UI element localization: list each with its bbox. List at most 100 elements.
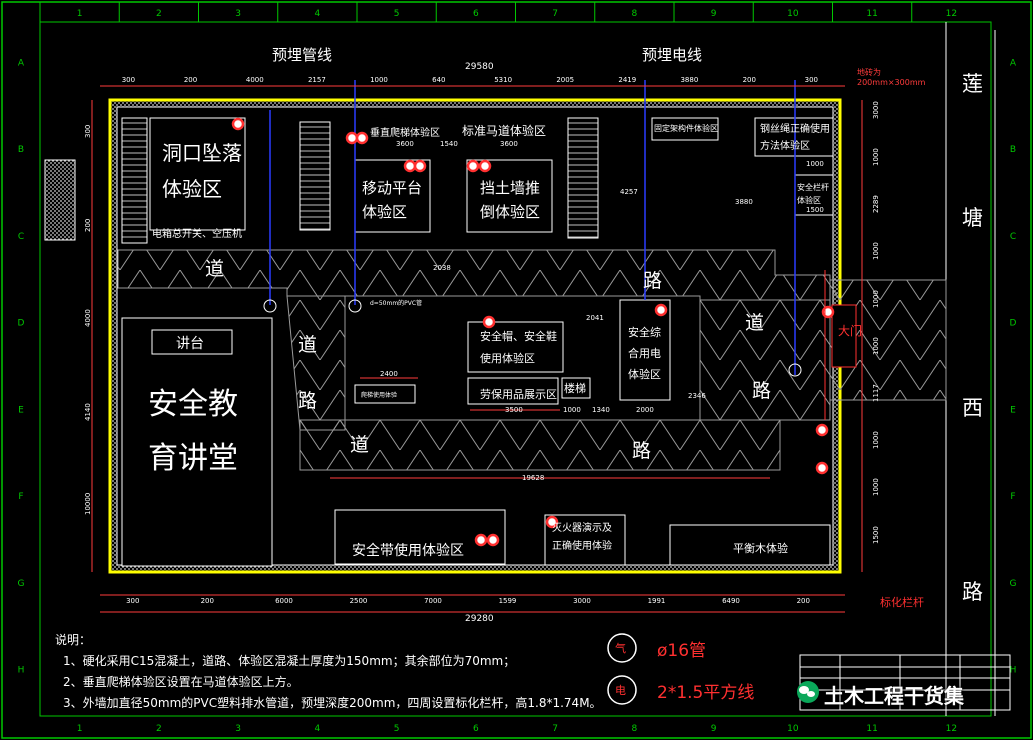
- zone-electric: 安全综合用电体验区: [628, 326, 661, 381]
- dim-value: 2419: [618, 76, 637, 84]
- dim-value: 1000: [872, 478, 880, 497]
- dim-2346: 2346: [688, 392, 706, 400]
- dim-value: 4140: [84, 403, 92, 421]
- border-letter: B: [1010, 145, 1016, 155]
- dim-19628: 19628: [522, 474, 545, 482]
- zone-stair-small: 楼梯: [564, 382, 586, 395]
- dim-1500: 1500: [806, 206, 824, 214]
- border-number: 12: [946, 9, 957, 19]
- zone-hall: 安全教育讲堂: [148, 387, 238, 476]
- dim-value: 1117: [872, 384, 880, 403]
- border-letter: E: [18, 405, 24, 415]
- pipe-marker-icon: [482, 315, 496, 329]
- pipe-label: 预埋管线: [272, 46, 333, 64]
- dim-value: 4000: [245, 76, 264, 84]
- notes-title: 说明：: [55, 633, 92, 647]
- dim-value: 1599: [498, 597, 517, 605]
- border-number: 8: [632, 9, 638, 19]
- zone-switchbox: 电箱总开关、空压机: [152, 229, 242, 240]
- dim-3600a: 3600: [396, 140, 414, 148]
- dim-value: 200: [183, 76, 198, 84]
- ladder-rungs: [122, 122, 598, 238]
- border-number: 6: [473, 724, 479, 734]
- ladder-bars: [44, 117, 599, 244]
- dim-value: 1000: [872, 431, 880, 450]
- wire-label: 预埋电线: [642, 46, 703, 64]
- border-letter: H: [1010, 666, 1017, 676]
- border-number: 4: [315, 724, 321, 734]
- dim-2000: 2000: [636, 406, 654, 414]
- legend-wire-symbol: 电: [615, 684, 626, 697]
- border-number: 5: [394, 724, 400, 734]
- border-number: 2: [156, 724, 162, 734]
- top-total-dim: 29580: [465, 62, 494, 72]
- dim-value: 2289: [872, 195, 880, 214]
- road-char-2: 路: [643, 270, 663, 292]
- pipe-marker-icon: [815, 423, 829, 437]
- dim-value: 1000: [872, 289, 880, 308]
- zone-wire-rope: 钢丝绳正确使用方法体验区: [760, 124, 830, 152]
- dim-value: 3000: [872, 101, 880, 119]
- border-number: 1: [77, 9, 83, 19]
- dimension-lines: [91, 85, 863, 613]
- dim-value: 200: [84, 218, 92, 233]
- zone-balance: 平衡木体验: [733, 542, 788, 555]
- zone-helmet: 安全帽、安全鞋使用体验区: [480, 330, 557, 365]
- dim-value: 200: [742, 76, 756, 84]
- border-number: 10: [787, 724, 799, 734]
- border-letter: F: [1010, 492, 1015, 502]
- title-block: [799, 654, 1011, 711]
- dim-value: 640: [432, 76, 446, 84]
- notes-line-1: 1、硬化采用C15混凝土，道路、体验区混凝土厚度为150mm；其余部位为70mm…: [63, 654, 516, 668]
- dim-value: 3000: [573, 597, 591, 605]
- road-char-3: 道: [298, 334, 318, 356]
- dim-1340: 1340: [592, 406, 610, 414]
- pipe-lines: [269, 80, 796, 375]
- border-number: 9: [711, 9, 717, 19]
- dim-value: 1000: [872, 242, 880, 261]
- zone-safety-stair: 安全栏杆体验区: [797, 183, 829, 205]
- road-char-6: 路: [632, 440, 652, 462]
- dim-value: 300: [84, 124, 92, 138]
- zone-fire: 灭火器演示及正确使用体验: [552, 523, 612, 552]
- dim-value: 10000: [84, 493, 92, 516]
- dim-1000b: 1000: [806, 160, 824, 168]
- dim-value: 1000: [872, 148, 880, 167]
- border-letter: D: [1010, 319, 1017, 329]
- border-number: 8: [632, 724, 638, 734]
- road-char-7: 道: [745, 312, 765, 334]
- fence-label: 标化栏杆: [880, 596, 924, 609]
- border-number: 2: [156, 9, 162, 19]
- border-letter: A: [18, 58, 25, 68]
- drain-circles: [263, 299, 802, 377]
- border-number: 10: [787, 9, 799, 19]
- zone-retaining: 挡土墙推倒体验区: [480, 179, 541, 221]
- border-letter: C: [1010, 232, 1016, 242]
- border-number: 11: [866, 9, 877, 19]
- pipe-marker-icon: [231, 117, 245, 131]
- pipe-marker-icon: [545, 515, 559, 529]
- dim-2038: 2038: [433, 264, 451, 272]
- dim-value: 5310: [494, 76, 513, 84]
- dim-value: 300: [126, 597, 140, 605]
- pipe-marker-icon: [466, 159, 480, 173]
- pipe-marker-icon: [486, 533, 500, 547]
- street-char-1: 莲: [962, 72, 983, 96]
- zone-boxes: [121, 117, 857, 567]
- street-char-2: 塘: [962, 206, 983, 230]
- legend-pipe-symbol: 气: [615, 642, 626, 655]
- road-char-1: 道: [205, 258, 225, 280]
- legend-wire-circle: [607, 675, 637, 705]
- dim-value: 4000: [84, 308, 92, 327]
- border-letter: D: [18, 319, 25, 329]
- border-number: 9: [711, 724, 717, 734]
- notes: 说明： 1、硬化采用C15混凝土，道路、体验区混凝土厚度为150mm；其余部位为…: [55, 630, 602, 714]
- zone-ladder-small: 爬梯使用体验: [361, 392, 398, 399]
- pvc-label: d=50mm的PVC管: [370, 300, 423, 307]
- road-area: [117, 249, 947, 471]
- street-char-4: 路: [962, 580, 983, 604]
